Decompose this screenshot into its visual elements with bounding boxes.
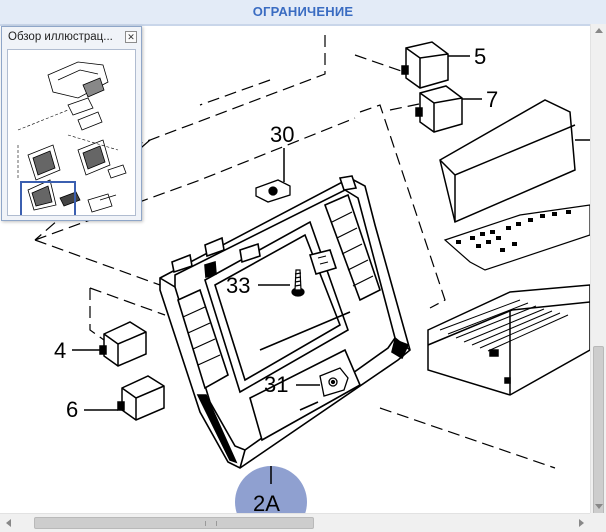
title-bar: ОГРАНИЧЕНИЕ	[0, 0, 606, 26]
part-4[interactable]	[99, 321, 147, 367]
highlight-circle[interactable]	[235, 466, 307, 513]
horizontal-scrollbar[interactable]	[0, 513, 590, 532]
callout-2a: 2A	[253, 491, 280, 513]
callout-31: 31	[264, 372, 288, 397]
overview-diagram	[17, 61, 127, 215]
grip-icon	[205, 521, 217, 526]
part-6[interactable]	[117, 375, 165, 421]
callout-30: 30	[270, 122, 294, 147]
vertical-scroll-thumb[interactable]	[593, 346, 604, 516]
display-panel[interactable]	[439, 99, 590, 224]
arrow-down-icon[interactable]	[595, 504, 603, 509]
overview-title: Обзор иллюстрац...	[8, 31, 113, 43]
callout-4: 4	[54, 338, 66, 363]
overview-thumbnail[interactable]	[7, 49, 136, 216]
radio-unit[interactable]	[427, 284, 590, 396]
part-31-bracket[interactable]	[319, 367, 349, 397]
callout-5: 5	[474, 44, 486, 69]
main-bezel[interactable]	[159, 175, 411, 469]
vertical-scrollbar[interactable]	[590, 24, 606, 516]
page-title: ОГРАНИЧЕНИЕ	[252, 4, 354, 19]
close-icon[interactable]: ✕	[125, 31, 137, 43]
callout-6: 6	[66, 397, 78, 422]
overview-panel[interactable]: Обзор иллюстрац... ✕	[1, 26, 142, 221]
circuit-board[interactable]	[443, 204, 590, 271]
arrow-right-icon[interactable]	[579, 519, 584, 527]
scroll-corner	[590, 513, 606, 532]
callout-33: 33	[226, 273, 250, 298]
overview-frame[interactable]	[20, 181, 76, 215]
part-5[interactable]	[401, 41, 449, 89]
exploded-diagram: 5 7	[34, 35, 590, 513]
arrow-up-icon[interactable]	[595, 28, 603, 33]
horizontal-scroll-thumb[interactable]	[34, 517, 314, 529]
part-33-screw[interactable]	[291, 269, 305, 297]
part-7[interactable]	[415, 85, 463, 133]
callout-7: 7	[486, 87, 498, 112]
part-30-clip[interactable]	[255, 179, 291, 203]
illustration-canvas[interactable]: 5 7	[0, 24, 590, 513]
arrow-left-icon[interactable]	[6, 519, 11, 527]
